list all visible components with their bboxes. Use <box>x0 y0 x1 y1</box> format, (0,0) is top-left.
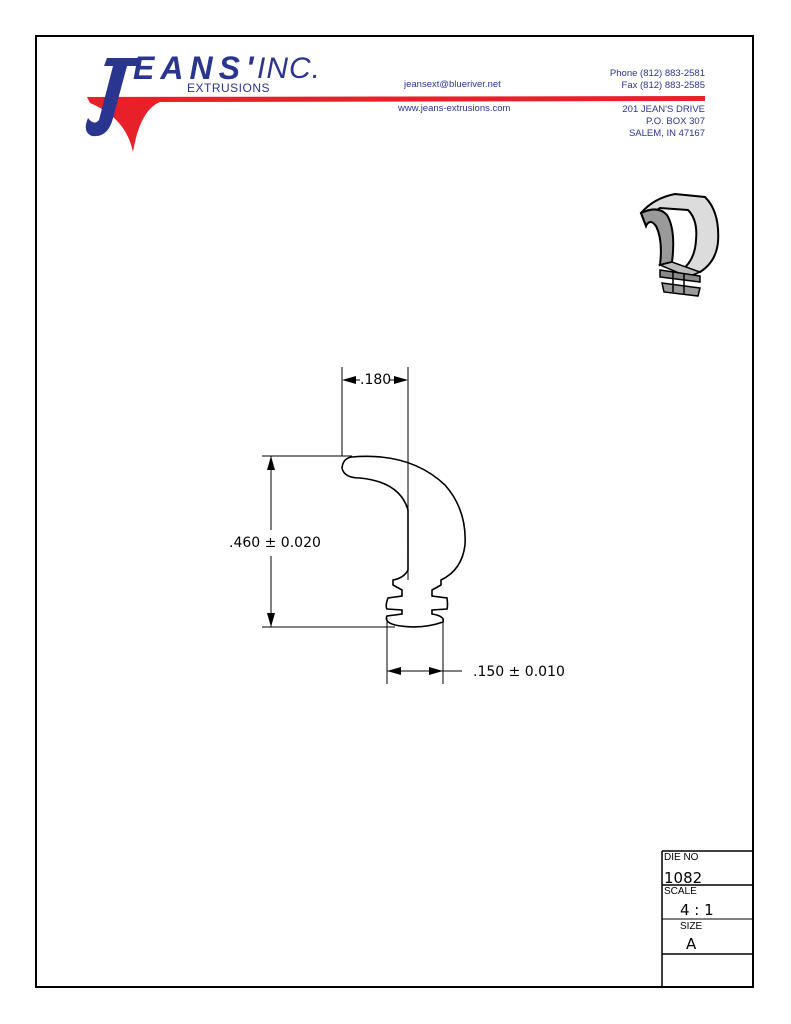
dim-height-tolerance: ± 0.020 <box>264 535 321 551</box>
company-phone: Phone (812) 883-2581 <box>609 68 705 79</box>
scale-label: SCALE <box>664 886 697 897</box>
dim-height-label: .460 ± 0.020 <box>229 535 321 551</box>
arrow-height-top <box>267 456 275 470</box>
arrow-base-right <box>429 667 443 675</box>
arrow-top-left <box>342 376 356 384</box>
title-block-lines <box>661 850 754 988</box>
dim-height-value: .460 <box>229 535 261 551</box>
logo-red-swoosh <box>87 96 705 152</box>
dim-top-width-label: .180 <box>360 372 392 388</box>
logo-suffix: INC. <box>257 52 321 85</box>
arrow-top-right <box>394 376 408 384</box>
dim-base-value: .150 <box>473 664 505 680</box>
dim-base-tolerance: ± 0.010 <box>508 664 565 680</box>
company-website: www.jeans-extrusions.com <box>398 103 511 114</box>
arrow-height-bottom <box>267 613 275 627</box>
company-fax: Fax (812) 883-2585 <box>621 80 705 91</box>
drawing-sheet-border <box>35 35 754 988</box>
company-address-line3: SALEM, IN 47167 <box>628 128 705 139</box>
isometric-view <box>639 192 720 297</box>
arrow-base-left <box>387 667 401 675</box>
die-no-value: 1082 <box>664 869 703 887</box>
scale-value: 4 : 1 <box>680 901 714 919</box>
size-value: A <box>686 935 697 953</box>
company-address-line2: P.O. BOX 307 <box>646 116 705 127</box>
size-label: SIZE <box>680 921 703 932</box>
profile-drawing <box>262 367 466 684</box>
company-email: jeansext@blueriver.net <box>404 79 501 90</box>
die-no-label: DIE NO <box>664 852 699 863</box>
logo-j-letter <box>85 58 140 137</box>
logo-name: EANS' <box>133 50 260 86</box>
profile-outline <box>341 455 466 628</box>
logo-subtitle: EXTRUSIONS <box>187 81 271 95</box>
dim-base-width-label: .150 ± 0.010 <box>473 664 565 680</box>
company-address-line1: 201 JEAN'S DRIVE <box>622 104 705 115</box>
